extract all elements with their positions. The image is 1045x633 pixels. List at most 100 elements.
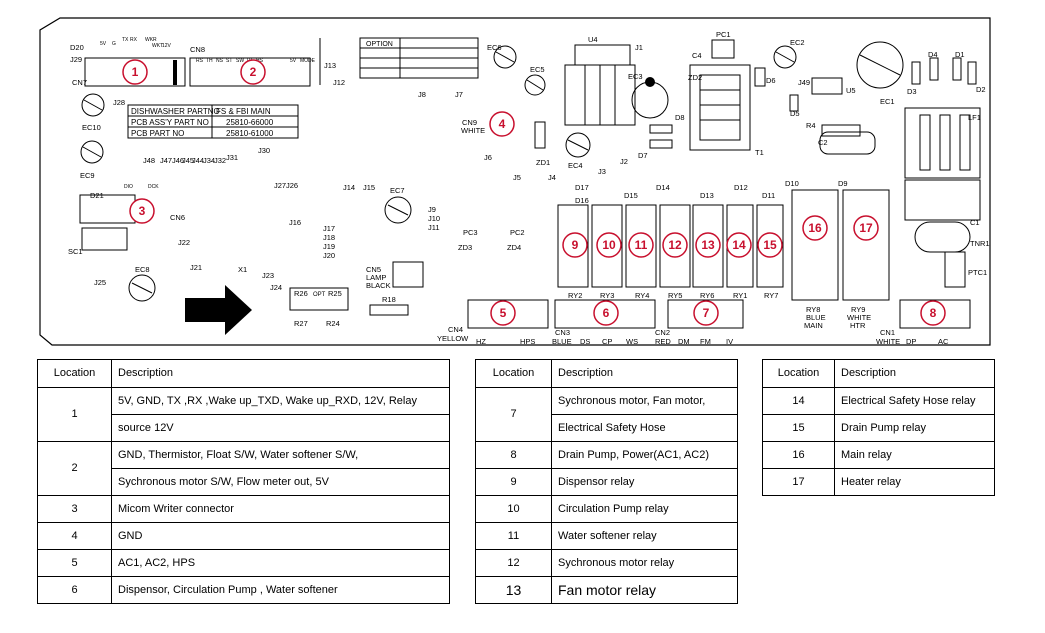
svg-text:RED: RED bbox=[655, 337, 671, 346]
relay-row bbox=[557, 189, 890, 301]
svg-text:RY4: RY4 bbox=[635, 291, 649, 300]
svg-text:J4: J4 bbox=[548, 173, 556, 182]
svg-text:EC4: EC4 bbox=[568, 161, 583, 170]
table-cell-description: 5V, GND, TX ,RX ,Wake up_TXD, Wake up_RX… bbox=[111, 387, 450, 415]
svg-text:12: 12 bbox=[668, 238, 682, 252]
svg-text:16: 16 bbox=[808, 221, 822, 235]
svg-text:D3: D3 bbox=[907, 87, 917, 96]
svg-text:J19: J19 bbox=[323, 242, 335, 251]
table-cell-location: 14 bbox=[762, 387, 835, 415]
svg-text:EC2: EC2 bbox=[790, 38, 805, 47]
component-labels: D20 J29 CN7 CN8 J13 J12 J28 EC10 EC9 J48… bbox=[68, 30, 990, 346]
svg-text:RY1: RY1 bbox=[733, 291, 747, 300]
table-cell-description: GND, Thermistor, Float S/W, Water soften… bbox=[111, 441, 450, 469]
table-cell-location: 3 bbox=[37, 495, 112, 523]
svg-text:LF1: LF1 bbox=[968, 113, 981, 122]
svg-text:R25: R25 bbox=[328, 289, 342, 298]
svg-text:D15: D15 bbox=[624, 191, 638, 200]
svg-text:CP: CP bbox=[602, 337, 612, 346]
svg-text:PC1: PC1 bbox=[716, 30, 731, 39]
table-header-description: Description bbox=[111, 359, 450, 388]
svg-text:D13: D13 bbox=[700, 191, 714, 200]
table-cell-description: Heater relay bbox=[834, 468, 995, 496]
table-cell-location: 5 bbox=[37, 549, 112, 577]
table-cell-description: Micom Writer connector bbox=[111, 495, 450, 523]
svg-text:EC9: EC9 bbox=[80, 171, 95, 180]
table-header-location: Location bbox=[37, 359, 112, 388]
board-outline bbox=[39, 17, 991, 346]
svg-text:J44: J44 bbox=[192, 156, 204, 165]
svg-text:X1: X1 bbox=[238, 265, 247, 274]
svg-text:EC3: EC3 bbox=[628, 72, 643, 81]
svg-text:CN8: CN8 bbox=[190, 45, 205, 54]
svg-text:ZD1: ZD1 bbox=[536, 158, 550, 167]
table-cell-description: Sychronous motor relay bbox=[551, 549, 738, 577]
svg-text:CN5: CN5 bbox=[366, 265, 381, 274]
svg-text:J6: J6 bbox=[484, 153, 492, 162]
svg-text:J18: J18 bbox=[323, 233, 335, 242]
svg-text:LAMP: LAMP bbox=[366, 273, 386, 282]
svg-text:J27: J27 bbox=[274, 181, 286, 190]
option-label: OPTION bbox=[366, 41, 393, 48]
svg-text:RY3: RY3 bbox=[600, 291, 614, 300]
svg-text:WHITE: WHITE bbox=[876, 337, 900, 346]
svg-text:C1: C1 bbox=[970, 218, 980, 227]
svg-text:J12: J12 bbox=[333, 78, 345, 87]
svg-text:J25: J25 bbox=[94, 278, 106, 287]
location-table-2: Location Description 7 Sychronous motor,… bbox=[475, 359, 738, 604]
svg-text:J10: J10 bbox=[428, 214, 440, 223]
svg-text:J3: J3 bbox=[598, 167, 606, 176]
svg-text:DP: DP bbox=[906, 337, 916, 346]
svg-text:5: 5 bbox=[500, 306, 507, 320]
svg-text:HTR: HTR bbox=[850, 321, 866, 330]
svg-text:RY5: RY5 bbox=[668, 291, 682, 300]
svg-text:EC8: EC8 bbox=[135, 265, 150, 274]
svg-text:RS: RS bbox=[196, 58, 204, 64]
svg-text:J21: J21 bbox=[190, 263, 202, 272]
table-header-description: Description bbox=[551, 359, 738, 388]
svg-text:D14: D14 bbox=[656, 183, 670, 192]
table-cell-location: 13 bbox=[475, 576, 552, 604]
table-cell-description: Fan motor relay bbox=[551, 576, 738, 604]
svg-text:J15: J15 bbox=[363, 183, 375, 192]
svg-text:J20: J20 bbox=[323, 251, 335, 260]
svg-text:RX: RX bbox=[130, 37, 138, 43]
svg-text:WKT: WKT bbox=[152, 43, 163, 49]
svg-text:D9: D9 bbox=[838, 179, 848, 188]
table-cell-location: 9 bbox=[475, 468, 552, 496]
pcb-assy-label: PCB ASS'Y PART NO bbox=[131, 118, 209, 127]
connector-cn1 bbox=[899, 299, 971, 329]
svg-text:J14: J14 bbox=[343, 183, 355, 192]
table-header-location: Location bbox=[475, 359, 552, 388]
table-cell-location: 2 bbox=[37, 441, 112, 496]
location-table-3: Location Description 14 Electrical Safet… bbox=[762, 359, 995, 496]
table-cell-description: AC1, AC2, HPS bbox=[111, 549, 450, 577]
svg-text:RY8: RY8 bbox=[806, 305, 820, 314]
svg-text:J24: J24 bbox=[270, 283, 282, 292]
table-cell-location: 17 bbox=[762, 468, 835, 496]
table-cell-location: 11 bbox=[475, 522, 552, 550]
svg-text:D4: D4 bbox=[928, 50, 938, 59]
svg-text:1: 1 bbox=[132, 65, 139, 79]
svg-text:R18: R18 bbox=[382, 295, 396, 304]
svg-text:13: 13 bbox=[701, 238, 715, 252]
svg-text:RY2: RY2 bbox=[568, 291, 582, 300]
svg-text:RY9: RY9 bbox=[851, 305, 865, 314]
svg-text:J22: J22 bbox=[178, 238, 190, 247]
svg-text:15: 15 bbox=[763, 238, 777, 252]
svg-text:CN1: CN1 bbox=[880, 328, 895, 337]
table-cell-description: Dispensor relay bbox=[551, 468, 738, 496]
svg-text:J7: J7 bbox=[455, 90, 463, 99]
svg-text:MAIN: MAIN bbox=[804, 321, 823, 330]
svg-text:D7: D7 bbox=[638, 151, 648, 160]
svg-text:C4: C4 bbox=[692, 51, 702, 60]
filter-lf1 bbox=[904, 107, 981, 179]
svg-text:D21: D21 bbox=[90, 191, 104, 200]
svg-text:DM: DM bbox=[678, 337, 690, 346]
table-cell-description: Water softener relay bbox=[551, 522, 738, 550]
svg-text:SW: SW bbox=[236, 58, 244, 64]
table-cell-description: Main relay bbox=[834, 441, 995, 469]
svg-text:DS: DS bbox=[580, 337, 590, 346]
connector-cn8 bbox=[189, 57, 311, 87]
connector-cn2 bbox=[667, 299, 744, 329]
